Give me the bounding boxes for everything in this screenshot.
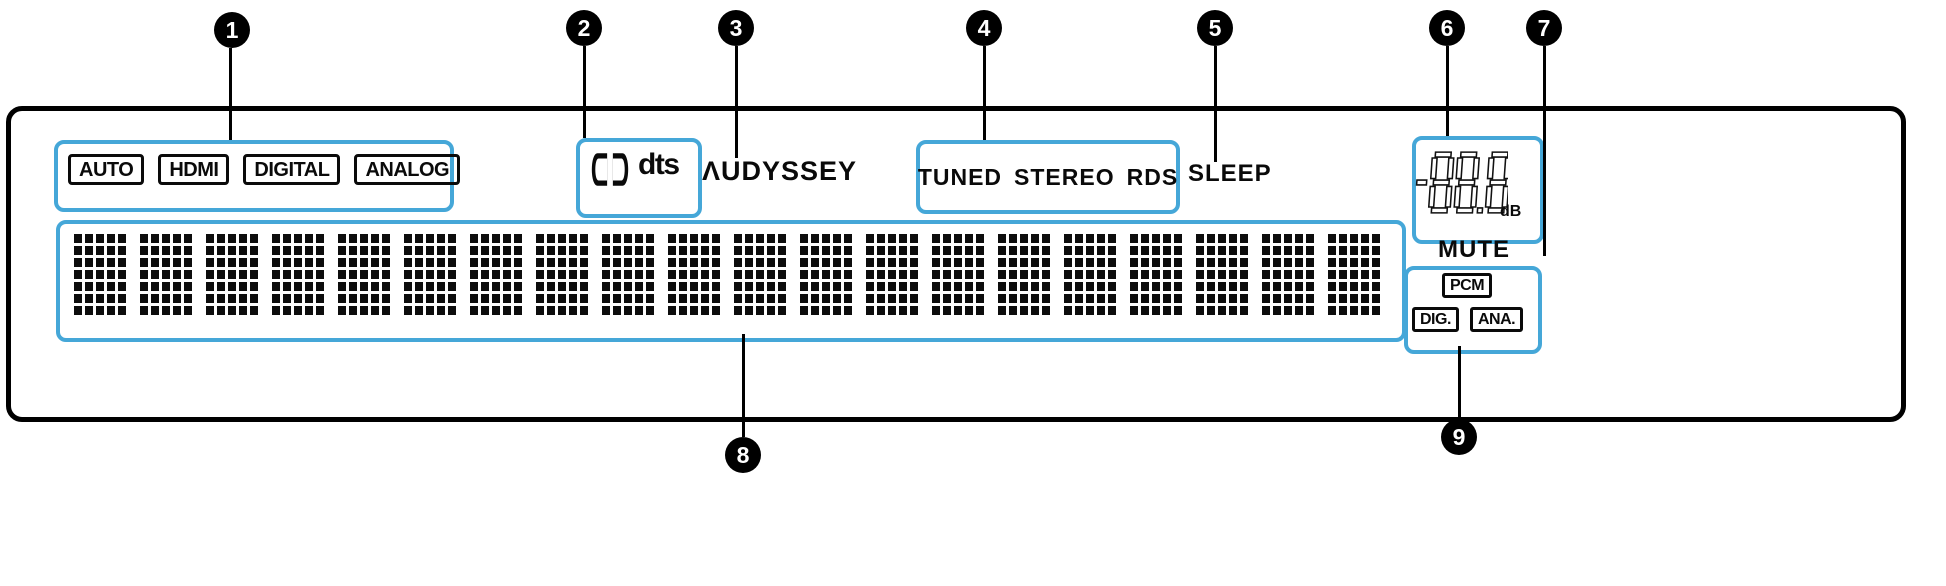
callout-line-2 <box>583 46 586 138</box>
volume-highlight-box <box>1412 136 1544 244</box>
indicator-stereo: STEREO <box>1014 163 1115 190</box>
audyssey-indicator: ΛUDYSSEY <box>702 156 858 186</box>
callout-line-5 <box>1214 46 1217 162</box>
callout-4: 4 <box>966 10 1002 46</box>
indicator-dig: DIG. <box>1412 307 1459 332</box>
callout-line-1 <box>229 48 232 140</box>
callout-5: 5 <box>1197 10 1233 46</box>
callout-1: 1 <box>214 12 250 48</box>
indicator-tuned: TUNED <box>917 163 1003 190</box>
dot-matrix-cell <box>1328 234 1380 315</box>
callout-9: 9 <box>1441 419 1477 455</box>
dot-matrix-cell <box>1130 234 1182 315</box>
callout-3: 3 <box>718 10 754 46</box>
callout-line-3 <box>735 46 738 158</box>
dolby-double-d-icon <box>588 152 632 192</box>
tuner-indicators: TUNED STEREO RDS <box>916 140 1180 214</box>
dot-matrix-cell <box>1196 234 1248 315</box>
dot-matrix-cell <box>734 234 786 315</box>
callout-line-9 <box>1458 346 1461 419</box>
dot-matrix-cell <box>74 234 126 315</box>
mute-indicator: MUTE <box>1438 236 1510 263</box>
sleep-indicator: SLEEP <box>1188 160 1272 187</box>
indicator-digital: DIGITAL <box>243 154 341 185</box>
callout-line-6 <box>1446 46 1449 136</box>
indicator-pcm: PCM <box>1442 273 1493 298</box>
indicator-auto: AUTO <box>68 154 145 185</box>
dot-matrix-display <box>74 234 1380 315</box>
callout-line-7 <box>1543 46 1546 256</box>
callout-2: 2 <box>566 10 602 46</box>
dot-matrix-cell <box>602 234 654 315</box>
indicator-hdmi: HDMI <box>158 154 230 185</box>
dot-matrix-cell <box>338 234 390 315</box>
dot-matrix-cell <box>932 234 984 315</box>
callout-7: 7 <box>1526 10 1562 46</box>
dts-icon: dts <box>638 148 680 181</box>
indicator-ana: ANA. <box>1470 307 1524 332</box>
input-mode-indicators: AUTO HDMI DIGITAL ANALOG <box>68 154 461 185</box>
signal-highlight-box <box>1404 266 1542 354</box>
callout-8: 8 <box>725 437 761 473</box>
callout-line-4 <box>983 46 986 140</box>
volume-db-unit: dB <box>1500 203 1522 220</box>
decoder-highlight-box <box>576 138 702 218</box>
dot-matrix-cell <box>140 234 192 315</box>
dot-matrix-cell <box>668 234 720 315</box>
callout-6: 6 <box>1429 10 1465 46</box>
dot-matrix-cell <box>272 234 324 315</box>
dot-matrix-cell <box>470 234 522 315</box>
input-mode-highlight-box <box>54 140 454 212</box>
dot-matrix-cell <box>1064 234 1116 315</box>
dot-matrix-cell <box>998 234 1050 315</box>
indicator-rds: RDS <box>1126 163 1179 190</box>
dot-matrix-cell <box>536 234 588 315</box>
dot-matrix-cell <box>404 234 456 315</box>
indicator-analog: ANALOG <box>354 154 461 185</box>
dot-matrix-cell <box>1262 234 1314 315</box>
dot-matrix-cell <box>866 234 918 315</box>
dot-matrix-cell <box>206 234 258 315</box>
dot-matrix-cell <box>800 234 852 315</box>
volume-seven-segment-display <box>1415 151 1508 214</box>
callout-line-8 <box>742 334 745 437</box>
